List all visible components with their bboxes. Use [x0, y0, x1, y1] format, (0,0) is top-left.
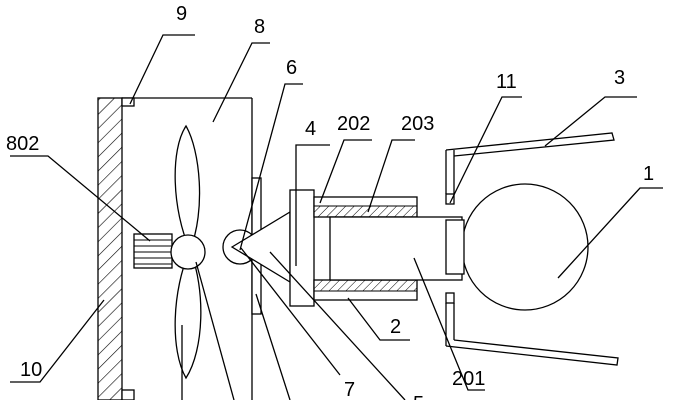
leader-lines [10, 34, 663, 400]
label-5: 5 [413, 393, 424, 400]
jaws-3 [445, 132, 619, 366]
label-10: 10 [20, 359, 42, 381]
fan-blades [170, 124, 206, 380]
bracket-11b [445, 292, 455, 304]
label-7: 7 [344, 379, 355, 400]
label-1: 1 [643, 163, 654, 185]
collar-4 [289, 189, 315, 307]
motor-802 [133, 233, 173, 269]
label-4: 4 [305, 118, 316, 140]
label-202: 202 [337, 113, 370, 135]
sleeve-2 [313, 196, 418, 301]
label-203: 203 [401, 113, 434, 135]
sphere-1 [461, 183, 589, 311]
label-8: 8 [254, 16, 265, 38]
neck-1 [445, 219, 465, 275]
wall-10 [97, 97, 123, 400]
label-2: 2 [390, 316, 401, 338]
rod-201 [329, 216, 463, 281]
bracket-11 [445, 193, 455, 205]
label-802: 802 [6, 133, 39, 155]
label-9: 9 [176, 3, 187, 25]
label-3: 3 [614, 67, 625, 89]
label-6: 6 [286, 57, 297, 79]
label-201: 201 [452, 368, 485, 390]
label-11: 11 [496, 71, 517, 93]
